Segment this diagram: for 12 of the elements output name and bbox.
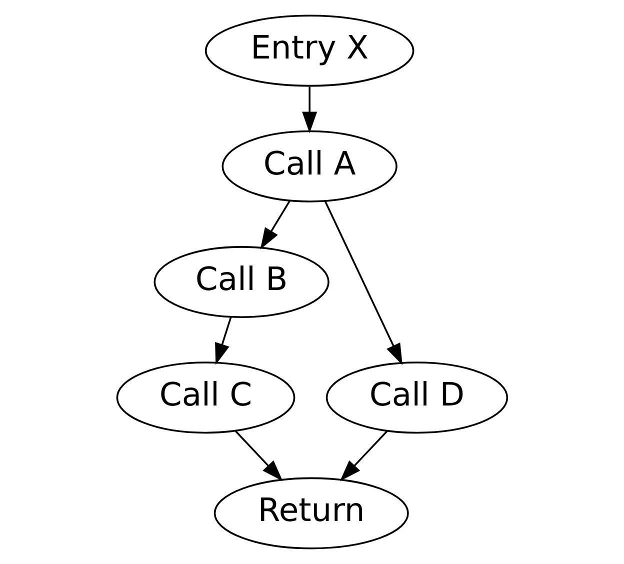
arrow [340,430,388,482]
arrow [235,430,283,482]
node-ellipse: Call D [326,362,508,434]
arrow [215,317,232,365]
node-ellipse: Return [214,477,409,550]
node-ellipse: Call A [222,130,398,202]
node-ellipse: Call C [116,362,296,434]
node-ellipse: Call B [154,246,330,318]
arrow [260,200,290,250]
arrow [302,86,318,134]
node-ellipse: Entry X [204,14,414,87]
arrow [324,200,402,366]
